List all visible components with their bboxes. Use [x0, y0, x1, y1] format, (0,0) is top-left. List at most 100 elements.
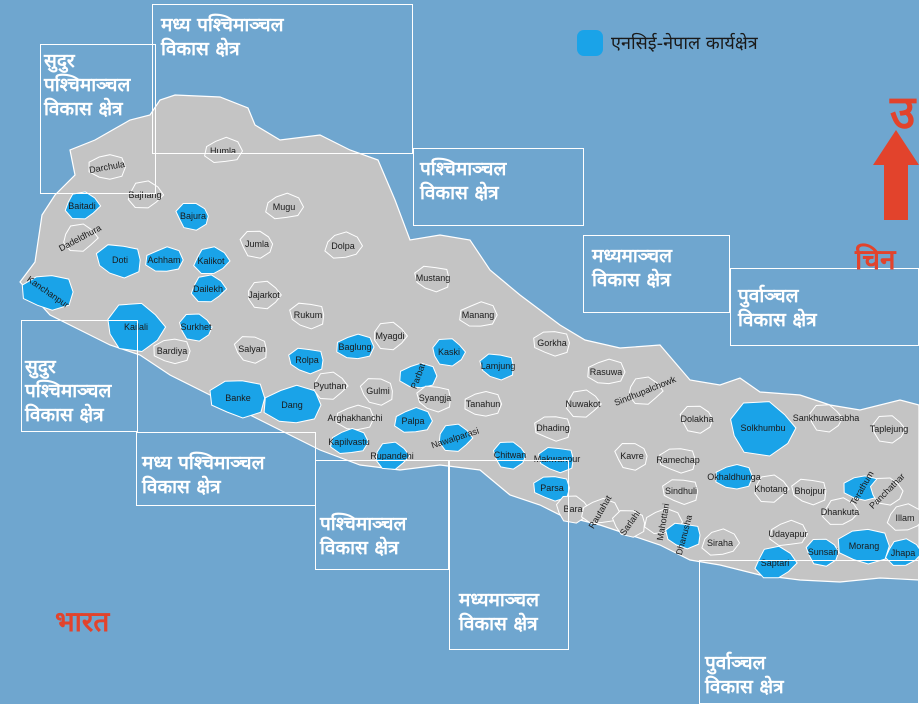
- district-shape-illam: [886, 503, 919, 531]
- district-label-dhading: Dhading: [536, 423, 570, 433]
- district-shape-kalikot: [193, 246, 231, 275]
- region-box-central-top: [583, 235, 730, 313]
- district-shape-bhojpur: [791, 478, 827, 506]
- district-label-sindhuli: Sindhuli: [664, 486, 698, 496]
- district-label-myagdi: Myagdi: [375, 331, 405, 341]
- district-shape-jajarkot: [248, 280, 282, 310]
- district-shape-bajhang: [127, 180, 165, 209]
- district-label-udayapur: Udayapur: [768, 529, 808, 539]
- district-label-achham: Achham: [147, 255, 181, 265]
- district-label-lamjung: Lamjung: [480, 361, 516, 371]
- district-label-kavre: Kavre: [620, 451, 644, 461]
- district-shape-solkhumbu: [730, 401, 797, 457]
- district-label-bardiya: Bardiya: [156, 346, 188, 356]
- district-shape-lamjung: [479, 353, 514, 381]
- district-label-baitadi: Baitadi: [68, 201, 96, 211]
- district-label-siraha: Siraha: [706, 538, 734, 548]
- district-label-sankhuwasabha: Sankhuwasabha: [792, 413, 860, 423]
- region-box-west-bottom: [315, 460, 449, 570]
- district-label-jhapa: Jhapa: [890, 548, 916, 558]
- district-label-tanahun: Tanahun: [465, 399, 501, 409]
- district-shape-baitadi: [64, 191, 102, 220]
- district-label-kalikot: Kalikot: [197, 256, 225, 266]
- district-shape-udayapur: [769, 519, 809, 547]
- district-shape-dhankuta: [822, 497, 860, 525]
- district-label-arghakhanchi: Arghakhanchi: [327, 413, 383, 423]
- district-label-ramechap: Ramechap: [656, 455, 700, 465]
- district-shape-gorkha: [533, 331, 571, 357]
- district-shape-jhapa: [885, 538, 919, 566]
- region-box-mid-west-top: [152, 4, 413, 154]
- district-shape-chitwan: [492, 441, 527, 470]
- district-shape-rukum: [289, 302, 325, 330]
- district-shape-mugu: [265, 192, 305, 220]
- district-shape-morang: [837, 528, 890, 565]
- district-label-palpa: Palpa: [401, 416, 425, 426]
- district-shape-kaski: [432, 338, 467, 367]
- district-shape-dhading: [534, 416, 571, 442]
- district-shape-dang: [263, 384, 322, 424]
- district-label-chitwan: Chitwan: [493, 450, 527, 460]
- district-label-nuwakot: Nuwakot: [565, 399, 601, 409]
- country-label-india: भारत: [55, 605, 110, 638]
- district-shape-bardiya: [153, 338, 191, 365]
- region-box-central-bottom: [449, 460, 569, 650]
- region-box-west-top: [413, 148, 584, 226]
- district-shape-banke: [209, 380, 266, 419]
- district-label-kapilvastu: Kapilvastu: [328, 437, 370, 447]
- district-shape-nawalparasi: [438, 423, 474, 452]
- district-label-salyan: Salyan: [238, 344, 266, 354]
- district-label-saptari: Saptari: [760, 558, 790, 568]
- district-label-kaski: Kaski: [437, 347, 461, 357]
- district-label-pyuthan: Pyuthan: [313, 381, 347, 391]
- district-shape-dhanusha: [665, 522, 701, 550]
- north-label: उ: [890, 85, 916, 139]
- district-label-syangja: Syangja: [418, 393, 452, 403]
- district-shape-taplejung: [872, 415, 907, 444]
- district-label-illam: Illam: [895, 513, 915, 523]
- district-shape-dailekh: [190, 274, 228, 303]
- district-shape-achham: [145, 246, 184, 272]
- district-shape-rupandehi: [375, 441, 411, 470]
- district-shape-darchula: [88, 154, 127, 180]
- district-shape-rautahat: [581, 497, 621, 525]
- district-shape-arghakhanchi: [336, 404, 375, 431]
- district-label-mustang: Mustang: [415, 273, 451, 283]
- district-shape-manang: [459, 301, 498, 327]
- district-label-solkhumbu: Solkhumbu: [740, 423, 786, 433]
- district-shape-bara: [555, 495, 590, 524]
- district-label-dang: Dang: [281, 400, 303, 410]
- district-shape-syangja: [416, 385, 451, 413]
- district-shape-siraha: [701, 528, 741, 556]
- district-shape-tanahun: [464, 390, 503, 417]
- district-label-kailali: Kailali: [123, 322, 149, 332]
- legend-swatch: [577, 30, 603, 56]
- north-arrow-icon: [873, 130, 919, 220]
- district-label-dolakha: Dolakha: [680, 414, 714, 424]
- district-shape-rolpa: [288, 347, 324, 375]
- district-label-doti: Doti: [111, 255, 129, 265]
- legend: एनसिई-नेपाल कार्यक्षेत्र: [577, 30, 758, 56]
- district-label-taplejung: Taplejung: [869, 424, 909, 434]
- district-label-rupandehi: Rupandehi: [370, 451, 414, 461]
- district-shape-sindhuli: [662, 479, 699, 506]
- nepal-land: [19, 94, 919, 583]
- district-shape-kailali: [107, 302, 167, 353]
- district-label-mugu: Mugu: [272, 202, 296, 212]
- legend-label: एनसिई-नेपाल कार्यक्षेत्र: [611, 33, 758, 54]
- district-shape-dolakha: [679, 405, 714, 434]
- region-box-far-west-bottom: [21, 320, 138, 432]
- district-shape-bajura: [175, 202, 209, 231]
- district-label-rukum: Rukum: [293, 310, 323, 320]
- district-label-baglung: Baglung: [338, 342, 372, 352]
- district-shape-ramechap: [659, 448, 696, 474]
- district-shape-panchathar: [869, 477, 904, 506]
- region-box-far-west-top: [40, 44, 156, 194]
- district-label-jumla: Jumla: [244, 239, 270, 249]
